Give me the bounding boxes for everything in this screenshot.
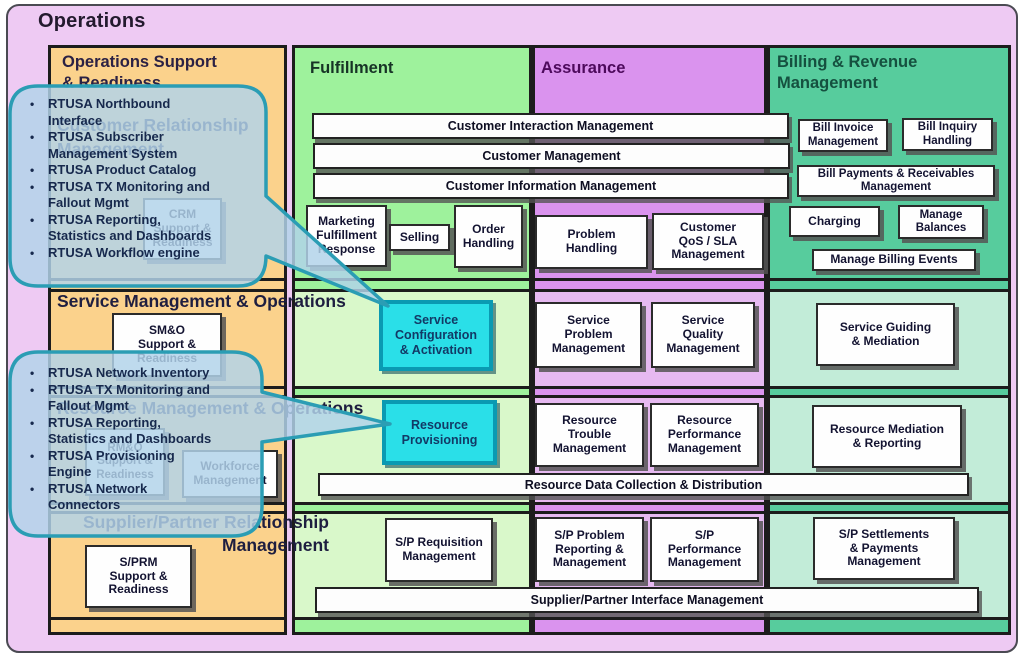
header-osr: Operations Support & Readiness <box>62 53 217 92</box>
box-service-configuration-activation: Service Configuration & Activation <box>379 300 493 371</box>
callout-list-item: RTUSA Network Inventory <box>22 365 268 382</box>
box-charging: Charging <box>789 206 880 237</box>
bar-customer-management: Customer Management <box>313 143 790 169</box>
box-manage-balances: Manage Balances <box>898 205 984 239</box>
box-resource-trouble-management: Resource Trouble Management <box>535 403 644 467</box>
box-sprm-support-readiness: S/PRM Support & Readiness <box>85 545 192 608</box>
box-manage-billing-events: Manage Billing Events <box>812 249 976 271</box>
box-service-quality-management: Service Quality Management <box>651 302 755 368</box>
box-resource-performance-management: Resource Performance Management <box>650 403 759 467</box>
box-problem-handling: Problem Handling <box>535 215 648 269</box>
box-customer-qos-sla-management: Customer QoS / SLA Management <box>652 213 764 270</box>
box-service-problem-management: Service Problem Management <box>535 302 642 368</box>
callout-list-item: RTUSA Subscriber Management System <box>22 129 268 162</box>
bar-customer-interaction-management: Customer Interaction Management <box>312 113 789 139</box>
box-bill-inquiry-handling: Bill Inquiry Handling <box>902 118 993 151</box>
callout-list-service: RTUSA Northbound InterfaceRTUSA Subscrib… <box>22 96 268 261</box>
box-resource-provisioning: Resource Provisioning <box>382 400 497 465</box>
callout-list-item: RTUSA Workflow engine <box>22 245 268 262</box>
box-sp-performance-management: S/P Performance Management <box>650 517 759 582</box>
header-billing: Billing & Revenue Management <box>777 53 918 92</box>
box-selling: Selling <box>389 224 450 251</box>
callout-list-item: RTUSA Northbound Interface <box>22 96 268 129</box>
box-sp-requisition-management: S/P Requisition Management <box>385 518 493 582</box>
box-order-handling: Order Handling <box>454 205 523 268</box>
callout-list-item: RTUSA Reporting, Statistics and Dashboar… <box>22 415 268 448</box>
box-service-guiding-mediation: Service Guiding & Mediation <box>816 303 955 366</box>
box-sp-problem-reporting: S/P Problem Reporting & Management <box>535 517 644 582</box>
band-title-smo: Service Management & Operations <box>57 291 346 311</box>
header-fulfillment: Fulfillment <box>310 59 394 77</box>
box-sp-settlements-payments: S/P Settlements & Payments Management <box>813 517 955 580</box>
header-assurance: Assurance <box>541 59 626 77</box>
callout-list-item: RTUSA Product Catalog <box>22 162 268 179</box>
box-bill-invoice-management: Bill Invoice Management <box>798 119 888 152</box>
callout-list-resource: RTUSA Network InventoryRTUSA TX Monitori… <box>22 365 268 514</box>
callout-list-item: RTUSA TX Monitoring and Fallout Mgmt <box>22 382 268 415</box>
callout-list-item: RTUSA Provisioning Engine <box>22 448 268 481</box>
callout-list-item: RTUSA TX Monitoring and Fallout Mgmt <box>22 179 268 212</box>
callout-list-item: RTUSA Network Connectors <box>22 481 268 514</box>
callout-list-item: RTUSA Reporting, Statistics and Dashboar… <box>22 212 268 245</box>
box-bill-payments-receivables: Bill Payments & Receivables Management <box>797 165 995 197</box>
box-marketing-fulfillment-response: Marketing Fulfillment Response <box>306 205 387 267</box>
box-resource-mediation-reporting: Resource Mediation & Reporting <box>812 405 962 468</box>
page-title: Operations <box>38 10 146 32</box>
bar-supplier-partner-interface: Supplier/Partner Interface Management <box>315 587 979 613</box>
bar-customer-information-management: Customer Information Management <box>313 173 789 199</box>
bar-resource-data-collection: Resource Data Collection & Distribution <box>318 473 969 496</box>
